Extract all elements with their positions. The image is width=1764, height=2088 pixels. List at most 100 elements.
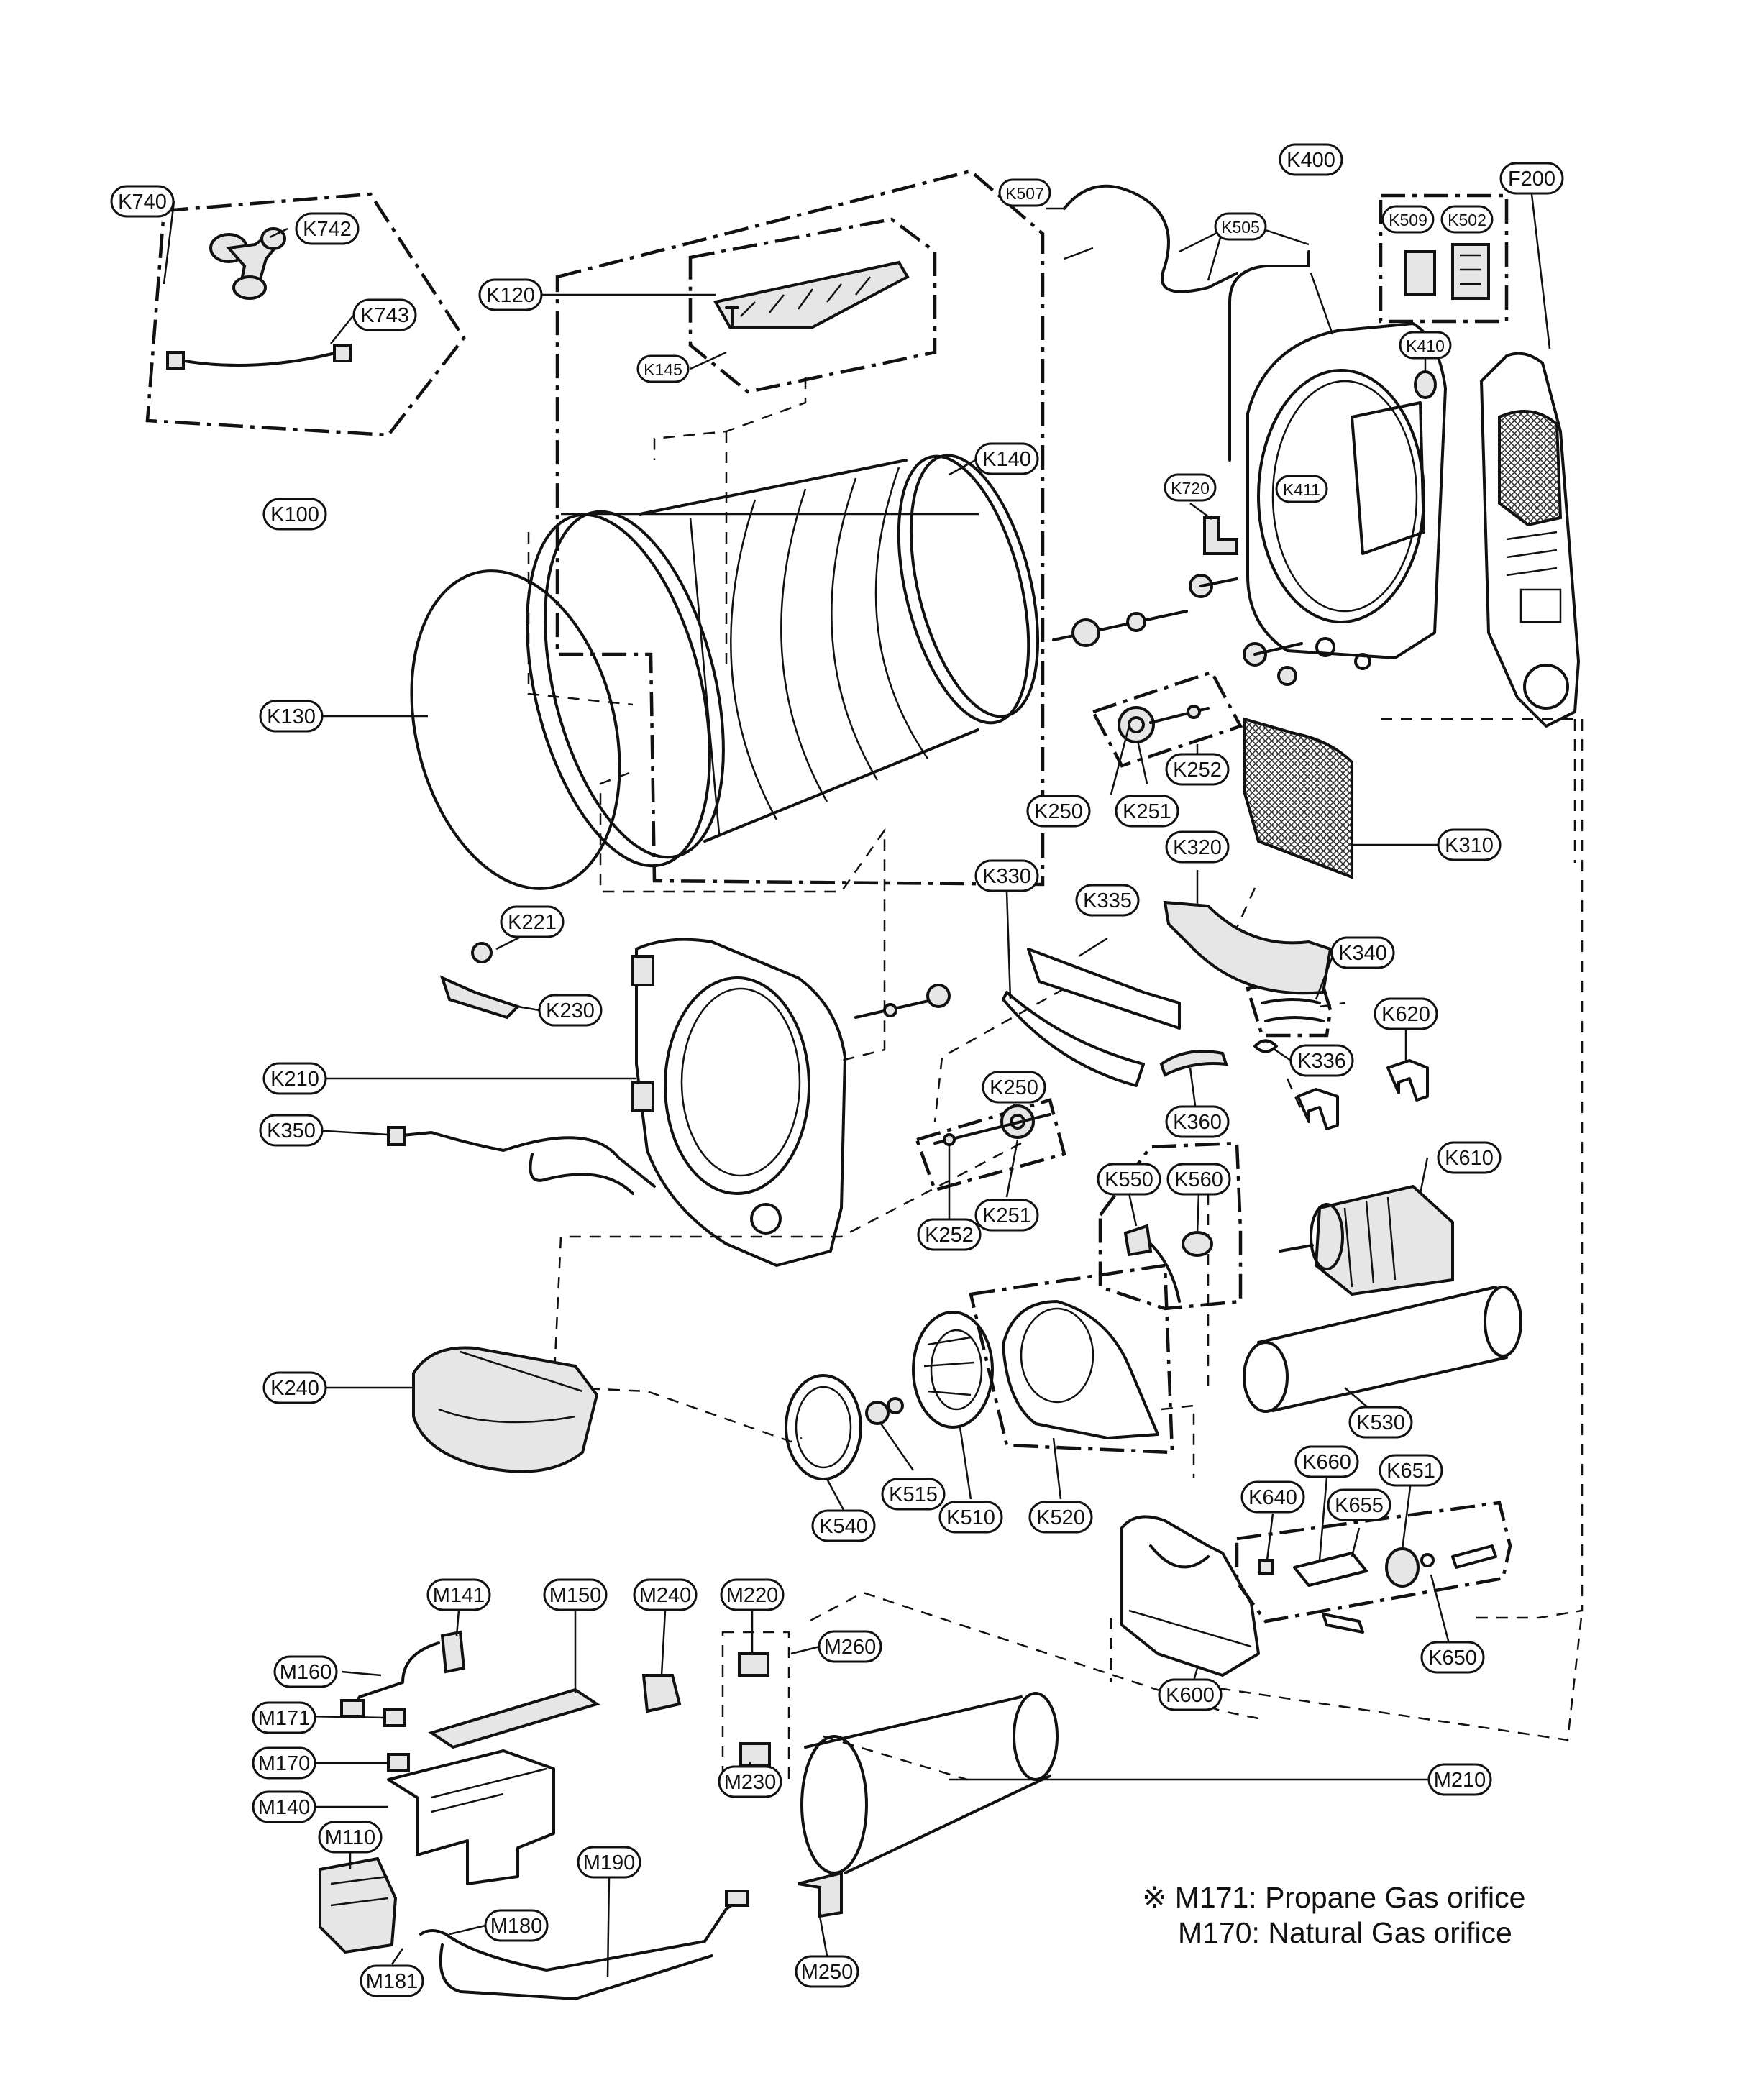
part-label-m240: M240 — [633, 1578, 698, 1611]
part-label-k650: K650 — [1420, 1641, 1485, 1674]
part-label-k240: K240 — [262, 1371, 327, 1404]
part-label-k411: K411 — [1275, 475, 1328, 503]
svg-text:K350: K350 — [267, 1119, 316, 1143]
part-label-k550: K550 — [1097, 1163, 1161, 1196]
svg-text:K360: K360 — [1173, 1111, 1222, 1134]
svg-text:M150: M150 — [549, 1584, 602, 1607]
part-label-k252a: K252 — [1165, 753, 1230, 786]
note-line-natural: M170: Natural Gas orifice — [1178, 1916, 1512, 1949]
part-label-k230: K230 — [538, 994, 603, 1027]
svg-text:K742: K742 — [303, 218, 352, 241]
motor-bracket-part — [1120, 1515, 1260, 1677]
part-label-k560: K560 — [1166, 1163, 1231, 1196]
svg-text:M110: M110 — [325, 1826, 375, 1849]
svg-text:K130: K130 — [267, 705, 316, 728]
y-connector-part — [209, 227, 286, 300]
part-label-k336: K336 — [1289, 1044, 1354, 1077]
svg-text:M250: M250 — [801, 1961, 854, 1984]
part-label-k410: K410 — [1399, 331, 1452, 360]
svg-text:M220: M220 — [726, 1584, 779, 1607]
back-cover-part — [1480, 352, 1580, 728]
part-label-f200: F200 — [1499, 162, 1564, 195]
part-label-k651: K651 — [1379, 1454, 1443, 1487]
svg-text:K620: K620 — [1381, 1003, 1430, 1026]
part-label-m230: M230 — [718, 1765, 782, 1798]
part-label-m110: M110 — [318, 1821, 383, 1854]
svg-text:K507: K507 — [1005, 184, 1044, 203]
hose-part — [166, 344, 352, 370]
svg-text:K340: K340 — [1338, 942, 1387, 965]
svg-text:K240: K240 — [270, 1377, 319, 1400]
lint-duct-part — [412, 1346, 599, 1473]
svg-text:M141: M141 — [433, 1584, 485, 1607]
part-label-k251b: K251 — [974, 1199, 1039, 1232]
part-label-k221: K221 — [500, 905, 565, 938]
svg-text:K120: K120 — [486, 284, 535, 307]
part-label-k660: K660 — [1294, 1445, 1359, 1478]
part-label-k515: K515 — [881, 1478, 946, 1511]
svg-text:K505: K505 — [1221, 218, 1260, 237]
svg-text:K145: K145 — [644, 360, 682, 379]
svg-text:M160: M160 — [280, 1661, 332, 1684]
svg-text:K510: K510 — [946, 1506, 995, 1529]
part-label-k510: K510 — [938, 1501, 1003, 1534]
leader-lines — [163, 193, 1551, 1978]
svg-text:K660: K660 — [1302, 1451, 1351, 1474]
svg-text:M230: M230 — [724, 1771, 777, 1794]
part-label-k250a: K250 — [1026, 795, 1091, 828]
svg-text:K210: K210 — [270, 1068, 319, 1091]
svg-text:K330: K330 — [982, 865, 1031, 888]
svg-text:M140: M140 — [258, 1796, 311, 1819]
part-label-k310: K310 — [1437, 828, 1502, 861]
svg-text:K336: K336 — [1297, 1050, 1346, 1073]
part-label-k502: K502 — [1440, 205, 1494, 234]
svg-text:K310: K310 — [1445, 834, 1494, 857]
part-label-k507: K507 — [998, 178, 1051, 207]
svg-text:K550: K550 — [1105, 1168, 1153, 1191]
svg-text:K252: K252 — [925, 1224, 974, 1247]
part-label-k210: K210 — [262, 1062, 327, 1095]
part-label-k620: K620 — [1374, 997, 1438, 1030]
svg-text:K651: K651 — [1386, 1460, 1435, 1483]
svg-text:K720: K720 — [1171, 479, 1210, 498]
part-label-m170: M170 — [252, 1746, 316, 1780]
svg-text:K252: K252 — [1173, 759, 1222, 782]
part-label-m140: M140 — [252, 1790, 316, 1823]
motor-part — [1279, 1184, 1454, 1296]
svg-text:K650: K650 — [1428, 1647, 1477, 1670]
svg-text:K251: K251 — [1123, 800, 1171, 823]
part-label-k120: K120 — [478, 278, 543, 311]
svg-text:K560: K560 — [1174, 1168, 1223, 1191]
part-label-m180: M180 — [484, 1909, 549, 1942]
svg-text:M171: M171 — [258, 1707, 311, 1730]
part-label-k610: K610 — [1437, 1141, 1502, 1174]
part-label-k742: K742 — [295, 212, 360, 245]
svg-text:K400: K400 — [1287, 149, 1335, 172]
part-label-k100: K100 — [262, 498, 327, 531]
part-label-k130: K130 — [259, 700, 324, 733]
orifice-notes: ※ M171: Propane Gas orifice M170: Natura… — [1142, 1881, 1525, 1949]
part-label-k140: K140 — [974, 442, 1039, 475]
part-label-k509: K509 — [1381, 205, 1435, 234]
assembly-lines — [527, 377, 1584, 1781]
svg-text:M260: M260 — [824, 1636, 877, 1659]
svg-text:M181: M181 — [366, 1970, 419, 1993]
part-label-k360: K360 — [1165, 1105, 1230, 1138]
part-label-m190: M190 — [577, 1846, 641, 1879]
svg-text:K221: K221 — [508, 911, 557, 934]
note-line-propane: ※ M171: Propane Gas orifice — [1142, 1881, 1525, 1914]
drum-part — [526, 454, 1040, 868]
svg-text:K230: K230 — [546, 999, 595, 1022]
part-label-k340: K340 — [1330, 936, 1395, 969]
svg-text:K743: K743 — [360, 304, 409, 327]
svg-text:K251: K251 — [982, 1204, 1031, 1227]
svg-text:K655: K655 — [1335, 1494, 1384, 1517]
part-label-k251a: K251 — [1115, 795, 1179, 828]
svg-text:K509: K509 — [1389, 211, 1427, 229]
part-label-k640: K640 — [1240, 1480, 1305, 1514]
part-label-m171: M171 — [252, 1701, 316, 1734]
part-label-k145: K145 — [636, 354, 690, 383]
svg-text:K740: K740 — [118, 191, 167, 214]
svg-text:K320: K320 — [1173, 836, 1222, 859]
